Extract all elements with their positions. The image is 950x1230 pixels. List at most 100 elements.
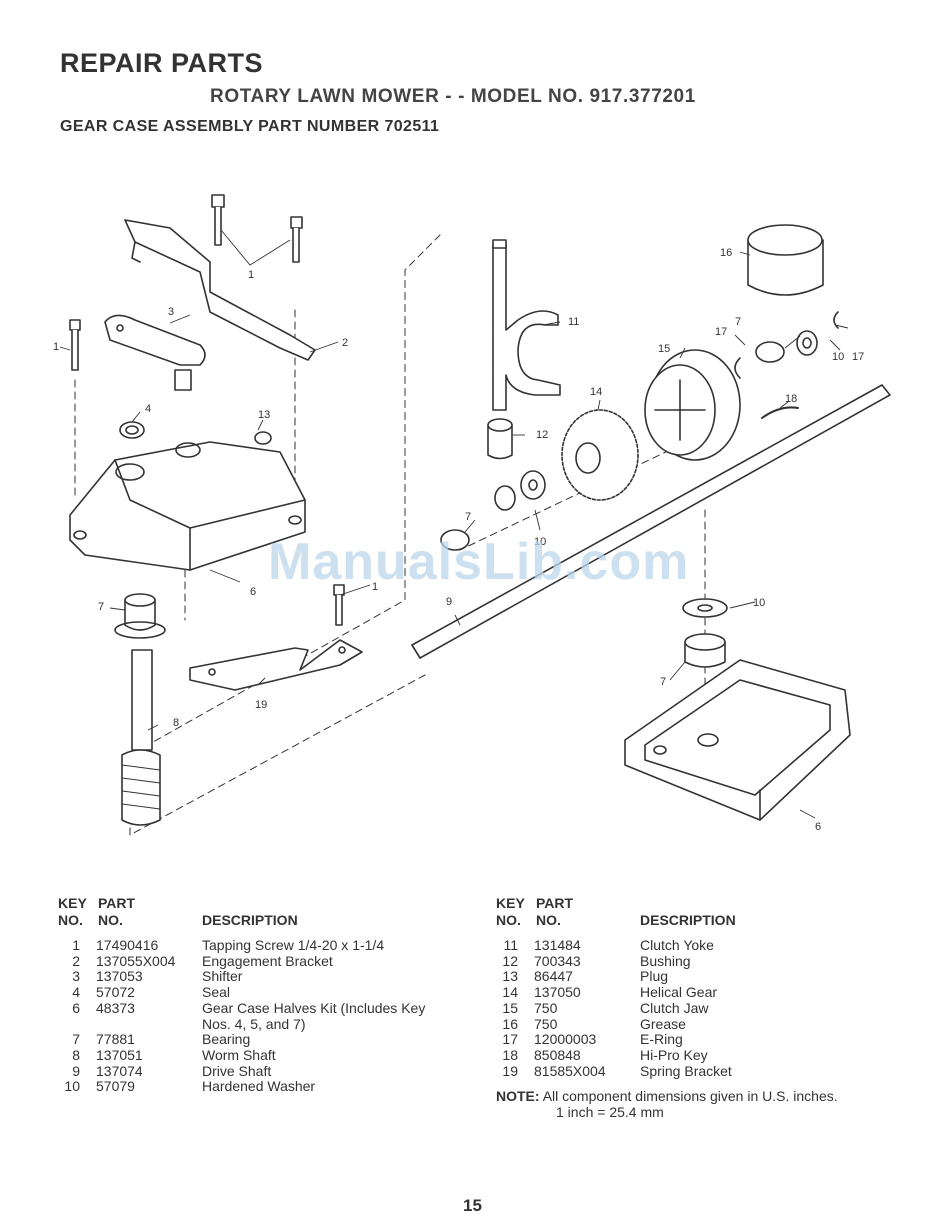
callout-gear: 14 <box>590 386 602 398</box>
description: Engagement Bracket <box>202 952 333 969</box>
col-part-header: PART NO. <box>536 895 574 928</box>
callout-screw-a: 1 <box>248 269 254 281</box>
key-no: 15 <box>502 999 518 1016</box>
part-no: 77881 <box>96 1031 135 1048</box>
part-no: 48373 <box>96 999 135 1016</box>
key-no: 17 <box>502 1031 518 1048</box>
col-part-header: PART NO. <box>98 895 136 928</box>
model-subtitle: ROTARY LAWN MOWER - - MODEL NO. 917.3772… <box>210 86 696 107</box>
part-no: 137055X004 <box>96 952 176 969</box>
key-no: 6 <box>72 999 80 1016</box>
col-key-header: KEY NO. <box>496 895 525 928</box>
dimension-note: NOTE: All component dimensions given in … <box>496 1088 838 1120</box>
description: Nos. 4, 5, and 7) <box>202 1015 306 1032</box>
key-no: 8 <box>72 1046 80 1063</box>
part-no: 137074 <box>96 1062 143 1079</box>
part-no: 131484 <box>534 937 581 953</box>
col-desc-header: DESCRIPTION <box>640 912 736 928</box>
callout-bracket: 2 <box>342 337 348 349</box>
description: Gear Case Halves Kit (Includes Key <box>202 999 426 1016</box>
callout-bearing-d: 7 <box>660 676 666 688</box>
part-no: 57079 <box>96 1078 135 1095</box>
key-no: 7 <box>72 1031 80 1048</box>
callout-bearing-c: 7 <box>465 511 471 523</box>
part-no: 137053 <box>96 968 143 985</box>
key-no: 1 <box>72 937 80 953</box>
part-no: 86447 <box>534 968 573 985</box>
page-number: 15 <box>463 1196 482 1215</box>
callout-seal: 4 <box>145 403 151 415</box>
callout-bushing: 12 <box>536 429 548 441</box>
callout-bearing-a: 7 <box>98 601 104 613</box>
key-no: 13 <box>502 968 518 985</box>
callout-screw-b: 1 <box>53 341 59 353</box>
part-no: 81585X004 <box>534 1062 606 1079</box>
part-no: 137050 <box>534 984 581 1001</box>
note-line-2: 1 inch = 25.4 mm <box>556 1104 664 1120</box>
exploded-parts-diagram: 1 2 3 1 4 13 6 7 8 19 1 11 12 14 15 17 1… <box>53 194 891 836</box>
callout-key: 18 <box>785 393 797 405</box>
description: Seal <box>202 984 231 1001</box>
callout-spring-bracket: 19 <box>255 699 267 711</box>
description: Bushing <box>640 952 691 969</box>
callout-worm-shaft: 8 <box>173 717 179 729</box>
watermark: ManualsLib.com <box>268 533 690 591</box>
key-no: 2 <box>72 952 80 969</box>
description: Helical Gear <box>640 984 718 1001</box>
key-no: 19 <box>502 1062 518 1079</box>
description: Hi-Pro Key <box>640 1046 708 1063</box>
callout-drive-shaft: 9 <box>446 596 452 608</box>
description: Plug <box>640 968 669 985</box>
description: Drive Shaft <box>202 1062 272 1079</box>
part-no: 700343 <box>534 952 581 969</box>
callout-plug: 13 <box>258 409 270 421</box>
key-no: 3 <box>72 968 80 985</box>
description: Hardened Washer <box>202 1078 316 1095</box>
description: Bearing <box>202 1031 251 1048</box>
callout-ering-a: 17 <box>715 326 727 338</box>
key-no: 12 <box>502 952 518 969</box>
key-no: 16 <box>502 1015 518 1032</box>
part-no: 57072 <box>96 984 135 1001</box>
note-line-1: All component dimensions given in U.S. i… <box>542 1088 838 1104</box>
note-label: NOTE: <box>496 1088 540 1104</box>
page-title: REPAIR PARTS <box>60 48 264 78</box>
part-no: 137051 <box>96 1046 143 1063</box>
key-no: 10 <box>64 1078 80 1095</box>
key-no: 14 <box>502 984 518 1001</box>
callout-grease: 16 <box>720 247 732 259</box>
part-no: 12000003 <box>534 1031 597 1048</box>
callout-ering-b: 17 <box>852 351 864 363</box>
key-no: 11 <box>503 937 518 953</box>
part-no: 850848 <box>534 1046 581 1063</box>
callout-washer-c: 10 <box>753 597 765 609</box>
description: Clutch Yoke <box>640 937 714 953</box>
description: Grease <box>640 1015 686 1032</box>
part-no: 17490416 <box>96 937 159 953</box>
description: Clutch Jaw <box>640 999 709 1016</box>
callout-screw-c: 1 <box>372 581 378 593</box>
part-no: 750 <box>534 999 558 1016</box>
description: Spring Bracket <box>640 1062 732 1079</box>
assembly-title: GEAR CASE ASSEMBLY PART NUMBER 702511 <box>60 118 440 135</box>
key-no: 9 <box>72 1062 80 1079</box>
col-key-header: KEY NO. <box>58 895 87 928</box>
callout-case-lower: 6 <box>815 821 821 833</box>
description: Tapping Screw 1/4-20 x 1-1/4 <box>202 937 385 953</box>
callout-shifter: 3 <box>168 306 174 318</box>
description: Shifter <box>202 968 243 985</box>
part-no: 750 <box>534 1015 558 1032</box>
col-desc-header: DESCRIPTION <box>202 912 298 928</box>
description: E-Ring <box>640 1031 683 1048</box>
description: Worm Shaft <box>202 1046 276 1063</box>
callout-yoke: 11 <box>568 316 579 328</box>
parts-table-left: KEY NO. PART NO. DESCRIPTION 1 17490416 Ta… <box>58 895 468 1095</box>
callout-bearing-b: 7 <box>735 316 741 328</box>
callout-washer-b: 10 <box>534 536 546 548</box>
callout-case-upper: 6 <box>250 586 256 598</box>
key-no: 4 <box>72 984 80 1001</box>
callout-washer-a: 10 <box>832 351 844 363</box>
callout-clutch: 15 <box>658 343 670 355</box>
key-no: 18 <box>502 1046 518 1063</box>
